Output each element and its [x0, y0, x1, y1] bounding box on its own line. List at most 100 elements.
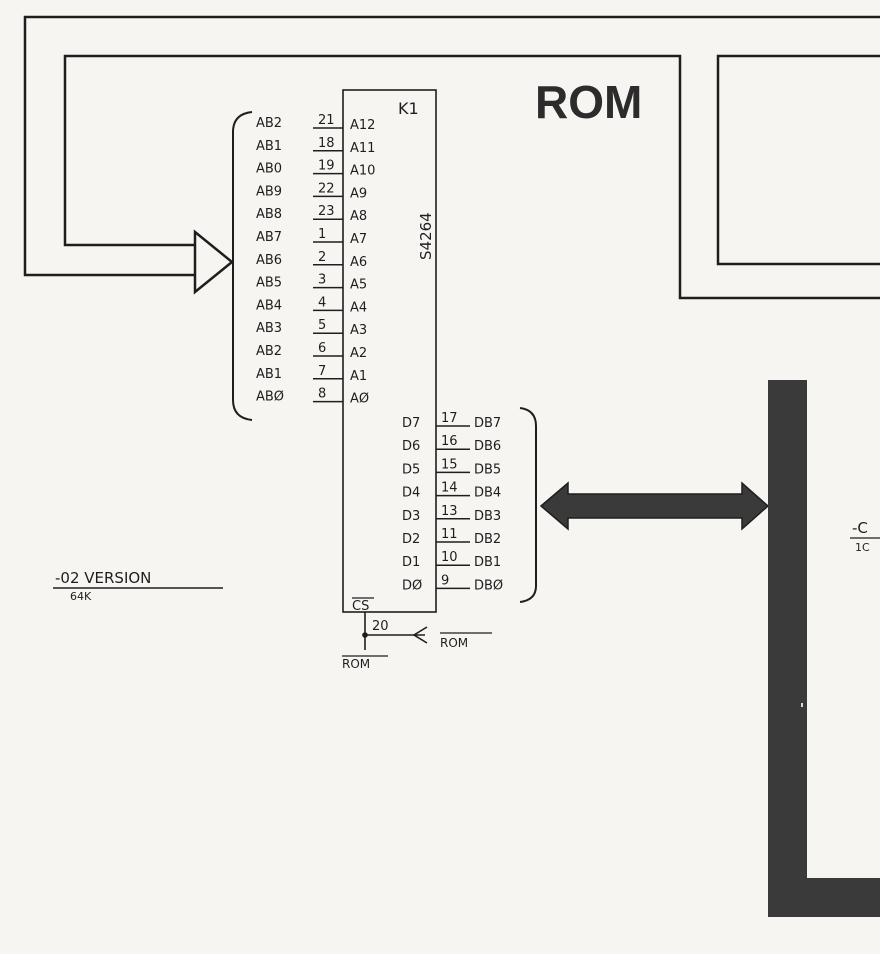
- data-pin-number: 17: [441, 411, 458, 426]
- cs-junction-dot: [362, 632, 368, 638]
- rom-title: ROM: [535, 76, 642, 128]
- chip-ref: K1: [398, 99, 419, 118]
- address-pin-name: A11: [350, 141, 375, 156]
- address-pin-name: A10: [350, 164, 375, 179]
- address-net-label: AB3: [256, 321, 282, 336]
- data-pin-number: 13: [441, 504, 458, 519]
- data-brace: [519, 407, 537, 603]
- address-pin-number: 18: [318, 136, 335, 151]
- chip-select: CS 20 ROM ROM: [342, 597, 492, 671]
- address-pin-name: A6: [350, 255, 367, 270]
- address-pin-name: A7: [350, 232, 367, 247]
- address-net-label: ABØ: [256, 390, 284, 405]
- address-net-label: AB1: [256, 139, 282, 154]
- address-net-label: AB4: [256, 298, 282, 313]
- data-net-label: DBØ: [474, 578, 503, 593]
- chip-body: [342, 89, 437, 613]
- cs-net-bottom: ROM: [342, 657, 370, 671]
- address-bus-arrow: [193, 229, 234, 295]
- address-pin-number: 7: [318, 364, 326, 379]
- address-pin: AB5 3 A5: [256, 273, 367, 293]
- data-net-label: DB3: [474, 509, 501, 524]
- data-pin-name: D7: [402, 416, 420, 431]
- address-brace: [232, 111, 253, 421]
- data-pin: D4 14 DB4: [402, 481, 501, 501]
- address-pin: AB2 6 A2: [256, 341, 367, 361]
- address-net-label: AB1: [256, 367, 282, 382]
- version-note-line2: 64K: [70, 590, 92, 603]
- address-pin-number: 5: [318, 318, 326, 333]
- data-pin: D3 13 DB3: [402, 504, 501, 524]
- address-pin-number: 23: [318, 204, 335, 219]
- address-pin-number: 6: [318, 341, 326, 356]
- address-pin: AB3 5 A3: [256, 318, 367, 338]
- data-pin-name: DØ: [402, 578, 422, 593]
- address-pin: AB1 18 A11: [256, 136, 375, 156]
- address-pin-name: A12: [350, 118, 375, 133]
- address-net-label: AB2: [256, 116, 282, 131]
- version-note: -02 VERSION 64K: [53, 569, 223, 603]
- address-pin-number: 1: [318, 227, 326, 242]
- address-net-label: AB8: [256, 207, 282, 222]
- address-pin-number: 22: [318, 181, 335, 196]
- address-pin-name: A9: [350, 186, 367, 201]
- data-pin-name: D4: [402, 486, 420, 501]
- bus-speck: [801, 703, 803, 707]
- data-net-label: DB5: [474, 462, 501, 477]
- edge-note-line1: -C: [852, 519, 868, 537]
- address-pin-number: 21: [318, 113, 335, 128]
- data-pin-number: 14: [441, 481, 458, 496]
- address-pin-name: A5: [350, 278, 367, 293]
- data-pin-name: D3: [402, 509, 420, 524]
- address-net-label: AB5: [256, 276, 282, 291]
- data-pin: D7 17 DB7: [402, 411, 501, 431]
- right-box-line: [716, 54, 880, 266]
- bus-frame: [23, 15, 880, 300]
- address-pin-name: A2: [350, 346, 367, 361]
- data-pin-number: 11: [441, 527, 458, 542]
- data-pin-name: D5: [402, 462, 420, 477]
- address-pin-number: 3: [318, 273, 326, 288]
- address-pin-name: A3: [350, 323, 367, 338]
- address-pin: AB0 19 A10: [256, 159, 375, 179]
- data-net-label: DB4: [474, 486, 501, 501]
- data-pin-name: D1: [402, 555, 420, 570]
- inner-bus-line: [63, 54, 880, 300]
- data-net-label: DB1: [474, 555, 501, 570]
- outer-bus-line: [23, 15, 880, 277]
- cs-label: CS: [352, 599, 369, 614]
- data-net-label: DB7: [474, 416, 501, 431]
- address-pin-name: A4: [350, 300, 367, 315]
- address-net-label: AB0: [256, 162, 282, 177]
- address-pin-number: 8: [318, 387, 326, 402]
- chip-part: S4264: [417, 212, 435, 260]
- edge-note: -C 1C: [850, 519, 880, 554]
- address-net-label: AB2: [256, 344, 282, 359]
- data-pin-number: 9: [441, 573, 449, 588]
- data-bus-arrow: [539, 481, 770, 531]
- address-pin-number: 19: [318, 159, 335, 174]
- data-pin: D5 15 DB5: [402, 457, 501, 477]
- data-pin-number: 15: [441, 457, 458, 472]
- address-net-label: AB6: [256, 253, 282, 268]
- version-note-line1: -02 VERSION: [55, 569, 151, 587]
- address-pin: AB2 21 A12: [256, 113, 375, 133]
- data-pin-number: 16: [441, 434, 458, 449]
- edge-note-line2: 1C: [855, 541, 870, 554]
- data-pin-name: D6: [402, 439, 420, 454]
- data-net-label: DB2: [474, 532, 501, 547]
- cs-input-arrow: [412, 626, 428, 644]
